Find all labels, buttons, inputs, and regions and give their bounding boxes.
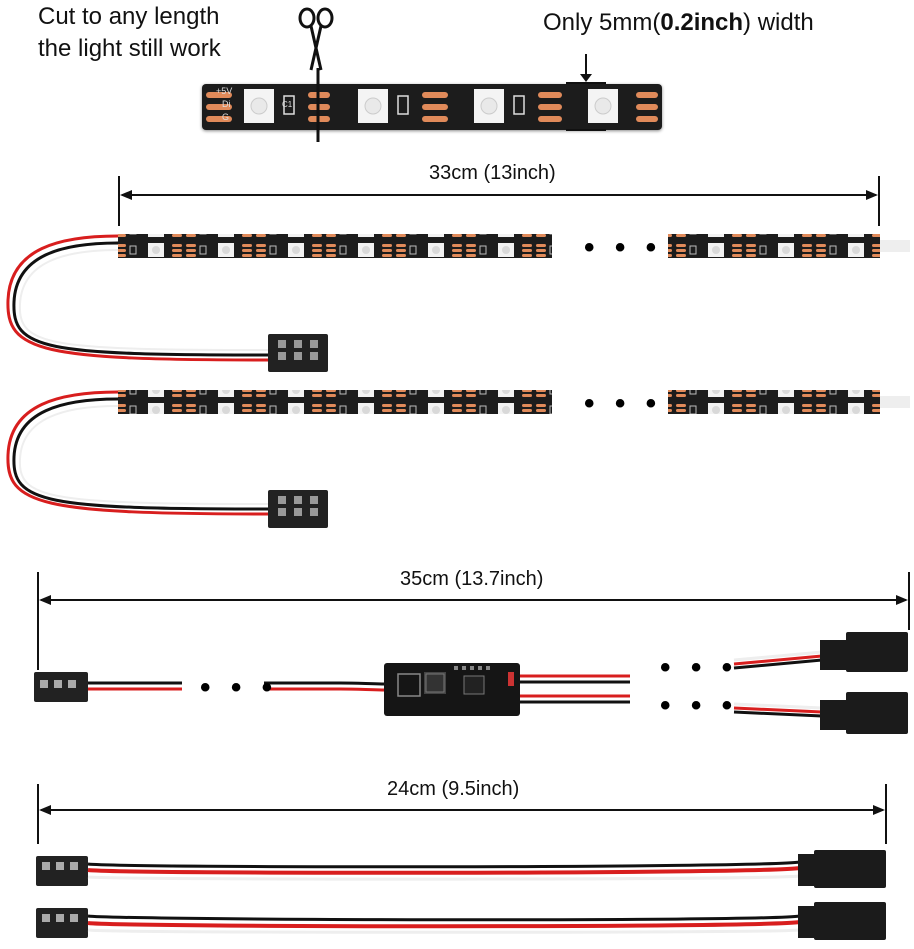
- led-strip-2: [6, 390, 910, 528]
- pad-text-c1: C1: [282, 100, 293, 109]
- extension-cable-1: [36, 850, 886, 888]
- closeup-led-strip: [202, 84, 662, 130]
- width-label-prefix: Only 5mm(: [543, 9, 661, 36]
- controller-ellipsis-right-top: • • •: [660, 651, 739, 684]
- extension-length-label: 24cm (9.5inch): [387, 778, 520, 800]
- cut-label-line1: Cut to any length: [38, 3, 220, 30]
- controller-ellipsis-left: • • •: [200, 671, 279, 704]
- controller-length-label: 35cm (13.7inch): [400, 568, 544, 590]
- led-strip-1: [6, 234, 910, 372]
- strip-length-label: 33cm (13inch): [429, 162, 556, 184]
- strip2-ellipsis: • • •: [584, 387, 663, 420]
- pad-text-g: G: [222, 112, 230, 122]
- width-label-suffix: ) width: [743, 9, 814, 36]
- pad-text-5v: +5V: [216, 86, 233, 96]
- cut-label-line2: the light still work: [38, 35, 221, 62]
- width-label-bold: 0.2inch: [660, 9, 744, 36]
- extension-cable-2: [36, 902, 886, 940]
- controller-ellipsis-right-bottom: • • •: [660, 689, 739, 722]
- pad-text-di: Di: [222, 99, 231, 109]
- width-label: Only 5mm(0.2inch) width: [543, 8, 814, 38]
- strip1-ellipsis: • • •: [584, 231, 663, 264]
